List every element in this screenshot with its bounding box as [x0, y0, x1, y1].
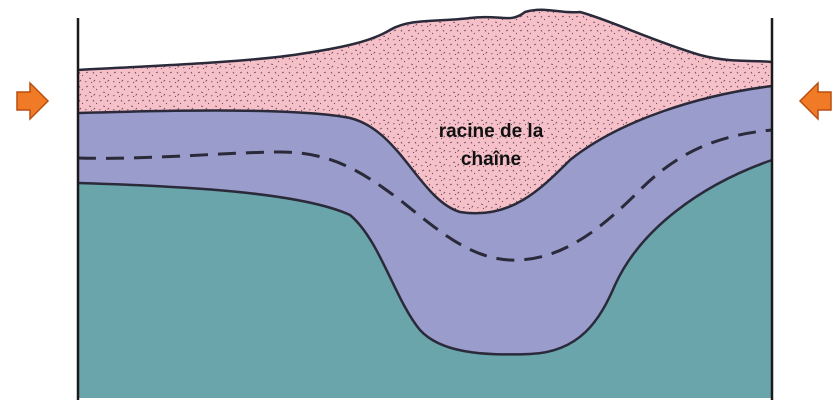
root-label-line-2: chaîne: [461, 149, 521, 170]
root-label-line-1: racine de la: [439, 121, 544, 142]
compression-arrow-left-icon: [800, 83, 831, 119]
compression-arrow-right-icon: [17, 83, 48, 119]
